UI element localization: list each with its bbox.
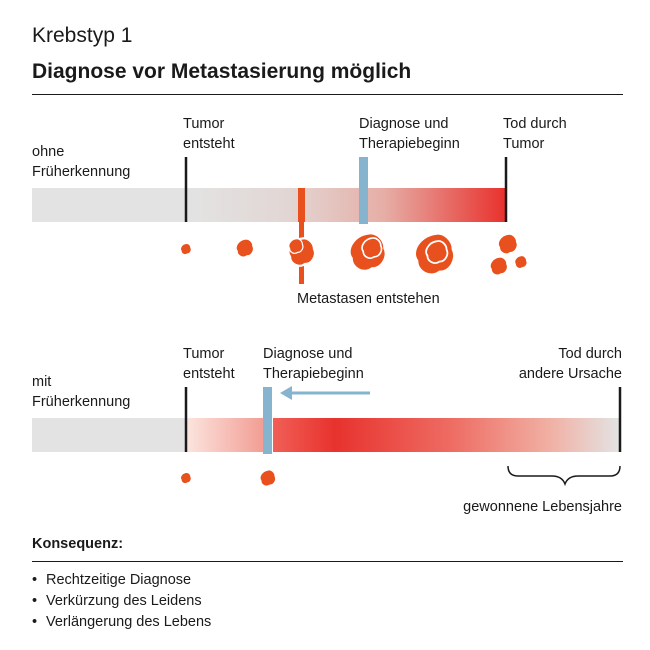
header-rule	[32, 94, 623, 95]
tumor-cell-icon	[235, 238, 255, 258]
tumor-cell-icon	[489, 256, 509, 276]
brace-icon	[507, 465, 621, 487]
consequence-list: Rechtzeitige Diagnose Verkürzung des Lei…	[32, 570, 211, 633]
bar-segment-early	[187, 418, 264, 452]
diagnosis-marker-with	[263, 387, 272, 454]
tumor-cell-icon	[180, 243, 192, 255]
diagnosis-marker-without	[359, 157, 368, 224]
tumor-cells-without	[180, 231, 528, 277]
page-title: Diagnose vor Metastasierung möglich	[32, 60, 412, 83]
death-label-without: Tod durch Tumor	[503, 116, 567, 152]
tumor-cell-icon	[180, 472, 192, 484]
tumor-cell-icon	[347, 231, 388, 273]
tumor-cell-icon	[412, 231, 457, 277]
metastases-label: Metastasen entstehen	[297, 291, 440, 307]
tumor-cells-with	[180, 469, 277, 487]
diagnosis-label-with: Diagnose und Therapiebeginn	[263, 346, 364, 382]
tumor-cell-icon	[287, 237, 317, 267]
arrow-left-icon	[280, 386, 370, 400]
diagnosis-label-without: Diagnose und Therapiebeginn	[359, 116, 460, 152]
tumor-cell-icon	[497, 233, 519, 255]
timeline-bar-with	[32, 418, 619, 452]
list-item: Verkürzung des Leidens	[32, 591, 211, 612]
bar-segment-after-therapy	[273, 418, 619, 452]
row-label-with: mit Früherkennung	[32, 374, 131, 410]
tumor-label-with: Tumor entsteht	[183, 346, 235, 382]
list-item: Verlängerung des Lebens	[32, 612, 211, 633]
bar-segment-tumor-growth	[187, 188, 505, 222]
tumor-cell-icon	[259, 469, 277, 487]
list-item: Rechtzeitige Diagnose	[32, 570, 211, 591]
bar-segment-pre-tumor-with	[32, 418, 187, 452]
consequence-heading: Konsequenz:	[32, 536, 124, 552]
row-label-without: ohne Früherkennung	[32, 144, 131, 180]
bar-segment-pre-tumor	[32, 188, 187, 222]
timeline-bar-without	[32, 188, 505, 222]
consequence-rule	[32, 561, 623, 562]
tumor-label-without: Tumor entsteht	[183, 116, 235, 152]
kicker: Krebstyp 1	[32, 24, 133, 47]
death-label-with: Tod durch andere Ursache	[518, 346, 622, 382]
gained-years-label: gewonnene Lebensjahre	[463, 499, 622, 515]
metastasis-marker-bar	[298, 188, 305, 222]
tumor-cell-icon	[514, 255, 528, 269]
